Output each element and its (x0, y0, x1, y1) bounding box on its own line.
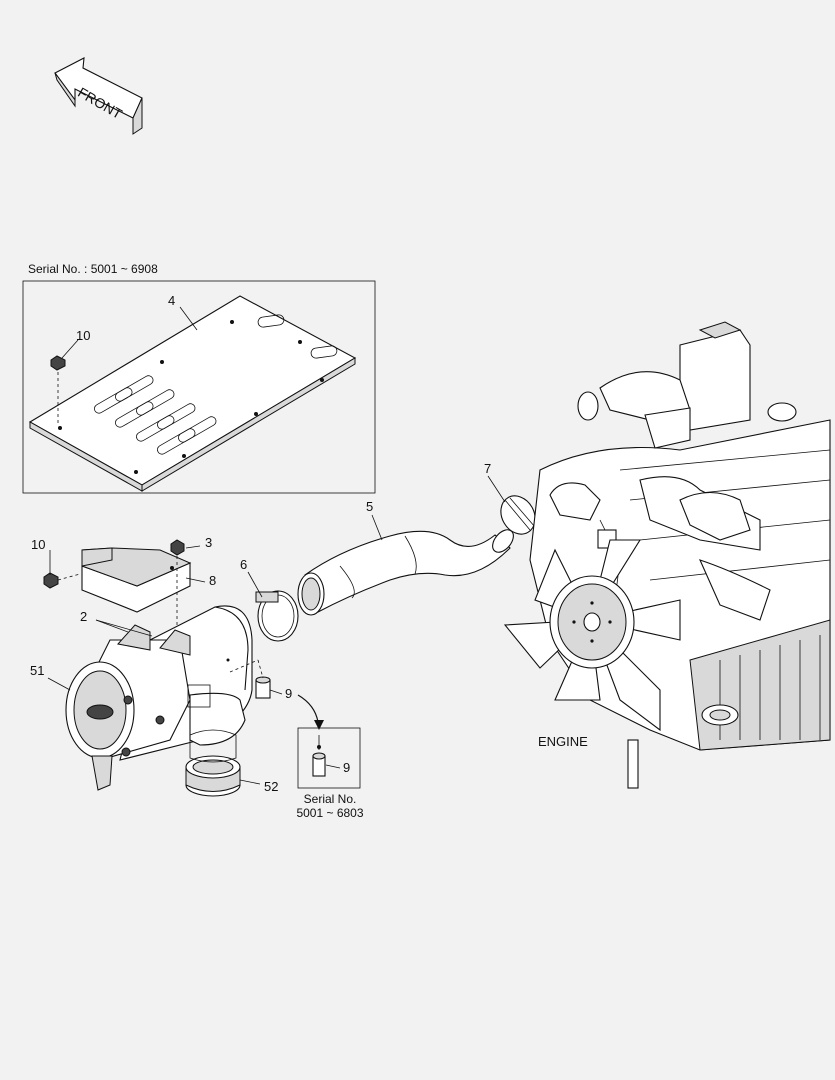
inset-small-title: Serial No. 5001 ~ 6803 (290, 792, 370, 820)
callout-4: 4 (168, 293, 176, 308)
inset-small-title-line2: 5001 ~ 6803 (296, 806, 364, 820)
hose-clamp (255, 590, 299, 642)
callout-10-left: 10 (31, 537, 46, 552)
callout-7: 7 (484, 461, 492, 476)
callout-9-inset: 9 (343, 760, 351, 775)
cover-plate (28, 295, 357, 492)
sensor-variant (312, 735, 326, 777)
callout-8: 8 (209, 573, 217, 588)
intake-hose (297, 529, 514, 616)
callout-9: 9 (285, 686, 293, 701)
callout-5: 5 (366, 499, 374, 514)
air-cleaner (65, 605, 253, 791)
inset-pointer (297, 694, 319, 723)
restriction-sensor (226, 658, 271, 699)
callout-51: 51 (30, 663, 45, 678)
callout-3: 3 (205, 535, 213, 550)
leader-lines (47, 306, 506, 785)
seal-ring (185, 729, 241, 797)
bolt-10-inset (50, 355, 66, 425)
inset-small-title-line1: Serial No. (303, 792, 357, 806)
engine (503, 321, 831, 789)
callout-52: 52 (264, 779, 279, 794)
inset-frame-small (297, 727, 361, 789)
callout-2: 2 (80, 609, 88, 624)
engine-label: ENGINE (538, 734, 588, 749)
inset-top-title: Serial No. : 5001 ~ 6908 (28, 262, 158, 276)
bracket (81, 547, 192, 613)
callout-10-top: 10 (76, 328, 91, 343)
callout-6: 6 (240, 557, 248, 572)
inset-frame-top (22, 280, 376, 494)
bolt-10-left (43, 572, 59, 589)
front-arrow (54, 57, 143, 135)
bolt-3 (170, 539, 185, 556)
cooling-fan (503, 539, 681, 732)
clamp-7 (500, 495, 536, 535)
